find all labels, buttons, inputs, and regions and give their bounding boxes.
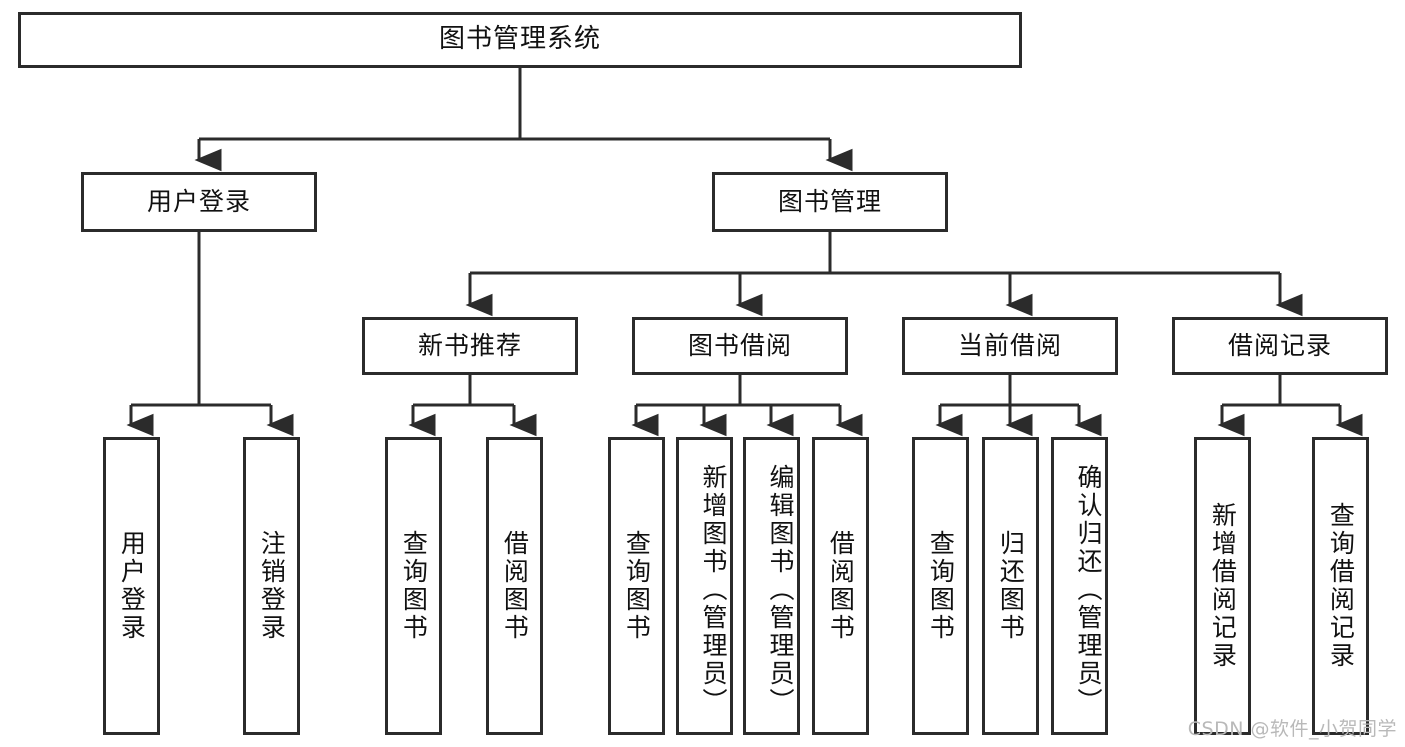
leaf-query-borrow-record[interactable]: 查询借阅记录 bbox=[1312, 437, 1369, 735]
leaf-user-logout-label: 注销登录 bbox=[257, 530, 287, 642]
leaf-borrow-book-label: 借阅图书 bbox=[826, 530, 856, 642]
leaf-add-borrow-record-label: 新增借阅记录 bbox=[1208, 502, 1238, 670]
watermark: CSDN @软件_小贺同学 bbox=[1187, 718, 1397, 740]
node-new-book-recommend[interactable]: 新书推荐 bbox=[362, 317, 578, 375]
leaf-add-book-admin[interactable]: 新增图书（管理员） bbox=[676, 437, 733, 735]
leaf-new-book-query[interactable]: 查询图书 bbox=[385, 437, 442, 735]
leaf-confirm-return-admin-label: 确认归还（管理员） bbox=[1074, 464, 1103, 716]
leaf-edit-book-admin-label: 编辑图书（管理员） bbox=[766, 464, 795, 716]
node-borrow-record-label: 借阅记录 bbox=[1227, 331, 1332, 360]
leaf-borrow-query-book-label: 查询图书 bbox=[622, 530, 652, 642]
leaf-current-query-book-label: 查询图书 bbox=[926, 530, 956, 642]
node-current-borrow-label: 当前借阅 bbox=[957, 331, 1062, 360]
leaf-borrow-query-book[interactable]: 查询图书 bbox=[608, 437, 665, 735]
leaf-confirm-return-admin[interactable]: 确认归还（管理员） bbox=[1051, 437, 1108, 735]
leaf-current-query-book[interactable]: 查询图书 bbox=[912, 437, 969, 735]
leaf-new-book-borrow-label: 借阅图书 bbox=[500, 530, 530, 642]
node-book-management-label: 图书管理 bbox=[777, 187, 882, 216]
leaf-user-login-label: 用户登录 bbox=[117, 530, 147, 642]
node-book-borrow-label: 图书借阅 bbox=[687, 331, 792, 360]
leaf-return-book-label: 归还图书 bbox=[996, 530, 1026, 642]
node-book-management[interactable]: 图书管理 bbox=[712, 172, 948, 232]
node-user-login-label: 用户登录 bbox=[146, 187, 251, 216]
leaf-user-logout[interactable]: 注销登录 bbox=[243, 437, 300, 735]
leaf-borrow-book[interactable]: 借阅图书 bbox=[812, 437, 869, 735]
leaf-user-login[interactable]: 用户登录 bbox=[103, 437, 160, 735]
node-book-borrow[interactable]: 图书借阅 bbox=[632, 317, 848, 375]
node-root-label: 图书管理系统 bbox=[438, 24, 601, 55]
leaf-edit-book-admin[interactable]: 编辑图书（管理员） bbox=[743, 437, 800, 735]
leaf-add-book-admin-label: 新增图书（管理员） bbox=[699, 464, 728, 716]
leaf-return-book[interactable]: 归还图书 bbox=[982, 437, 1039, 735]
leaf-new-book-query-label: 查询图书 bbox=[399, 530, 429, 642]
node-new-book-recommend-label: 新书推荐 bbox=[417, 331, 522, 360]
leaf-add-borrow-record[interactable]: 新增借阅记录 bbox=[1194, 437, 1251, 735]
node-borrow-record[interactable]: 借阅记录 bbox=[1172, 317, 1388, 375]
node-current-borrow[interactable]: 当前借阅 bbox=[902, 317, 1118, 375]
leaf-new-book-borrow[interactable]: 借阅图书 bbox=[486, 437, 543, 735]
node-root[interactable]: 图书管理系统 bbox=[18, 12, 1022, 68]
leaf-query-borrow-record-label: 查询借阅记录 bbox=[1326, 502, 1356, 670]
node-user-login[interactable]: 用户登录 bbox=[81, 172, 317, 232]
